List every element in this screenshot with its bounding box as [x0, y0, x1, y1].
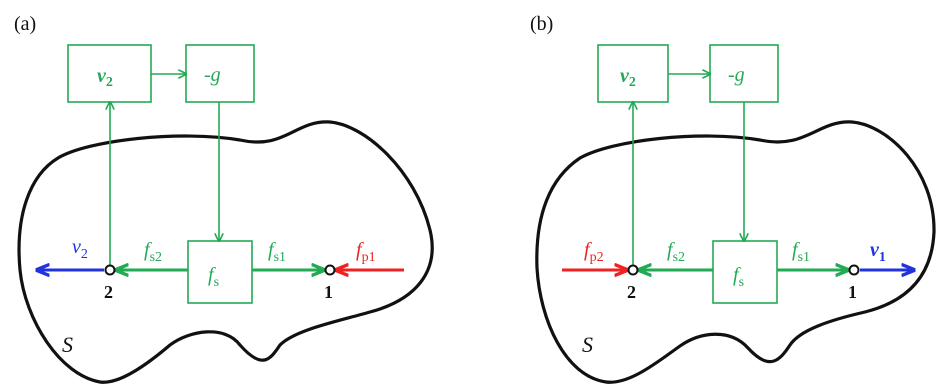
label-fs1-a: fs1 [268, 239, 286, 265]
box-v2-b-text: v2 [620, 65, 636, 90]
node-1-a-label: 1 [324, 282, 333, 302]
box-v2-b [597, 44, 669, 103]
label-v1-out-b: v1 [870, 239, 886, 265]
label-fp2-b: fp2 [584, 239, 604, 265]
box-neg-g-a-text: -g [204, 64, 221, 86]
box-fs-b-text: fs [733, 264, 744, 290]
label-fs1-b: fs1 [792, 239, 810, 265]
node-2-b [627, 264, 639, 276]
region-s-label-b: S [582, 332, 593, 357]
node-2-a [104, 264, 116, 276]
box-fs-b [712, 240, 778, 304]
panel-a: (a) S v2 -g fs fs2 fs1 v2 fp1 2 1 [14, 13, 434, 384]
node-2-b-label: 2 [627, 282, 636, 302]
box-fs-a [187, 240, 253, 304]
region-s-outline-b [535, 120, 936, 384]
panel-b-label: (b) [530, 13, 553, 35]
label-v2-out-a: v2 [72, 236, 88, 262]
region-s-label-a: S [62, 332, 73, 357]
label-fp1-a: fp1 [356, 239, 376, 265]
box-fs-a-text: fs [208, 264, 219, 290]
box-neg-g-b [709, 44, 779, 103]
box-v2-a [67, 44, 152, 103]
node-1-a [324, 264, 336, 276]
box-v2-a-text: v2 [97, 65, 113, 90]
box-neg-g-a [185, 44, 255, 103]
label-fs2-a: fs2 [144, 239, 162, 265]
node-1-b [848, 264, 860, 276]
node-2-a-label: 2 [104, 282, 113, 302]
panel-a-label: (a) [14, 13, 36, 35]
label-fs2-b: fs2 [667, 239, 685, 265]
box-neg-g-b-text: -g [728, 64, 745, 86]
panel-b: (b) S v2 -g fs fs2 fs1 fp2 v1 2 1 [530, 13, 936, 384]
node-1-b-label: 1 [848, 282, 857, 302]
region-s-outline-a [17, 120, 434, 384]
